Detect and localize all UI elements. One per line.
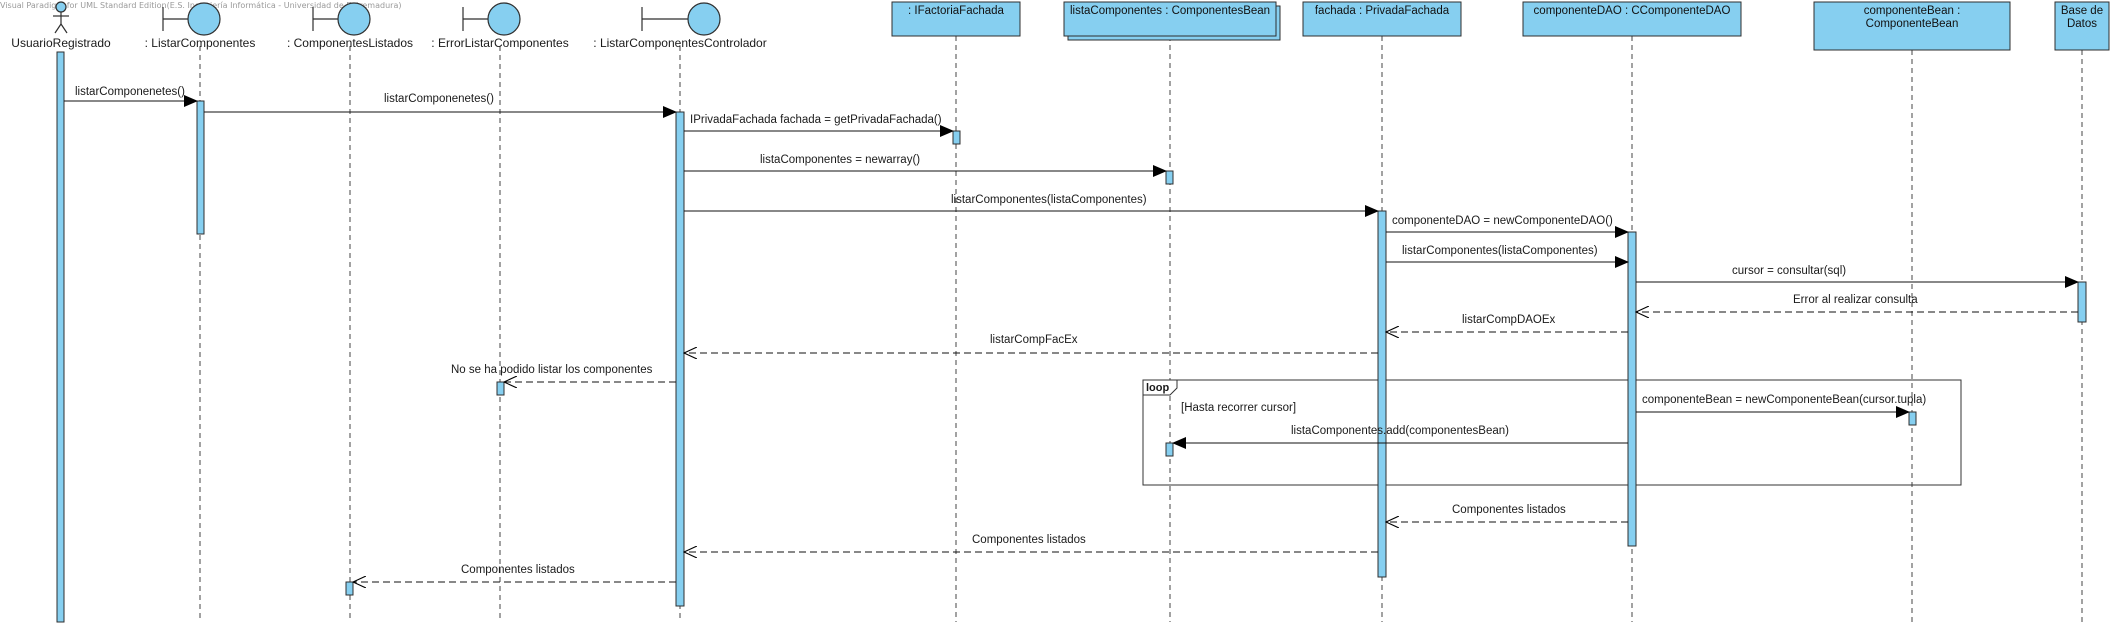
activation-lista-componentes-add — [1165, 442, 1174, 457]
message-8[interactable]: cursor = consultar(sql) — [1636, 265, 2079, 288]
object-label: fachada : PrivadaFachada — [1315, 5, 1450, 17]
loop-tab — [1142, 379, 1178, 396]
message-label: listaComponentes = newarray() — [760, 154, 920, 166]
message-12-return[interactable]: No se ha podido listar los componentes — [451, 364, 676, 382]
object-box — [891, 1, 1021, 37]
actor-head-icon — [55, 1, 67, 13]
boundary-error-listar-componentes[interactable]: : ErrorListarComponentes — [431, 2, 569, 50]
message-2[interactable]: listarComponenetes() — [204, 93, 677, 118]
loop-frame — [1142, 379, 1962, 486]
message-13[interactable]: componenteBean = newComponenteBean(curso… — [1636, 394, 1926, 418]
boundary-listar-componentes-controlador[interactable]: : ListarComponentesControlador — [593, 2, 767, 50]
message-3[interactable]: IPrivadaFachada fachada = getPrivadaFach… — [684, 114, 954, 137]
activation-ifactoria — [952, 130, 961, 145]
object-label-line-1: Base de — [2061, 5, 2103, 17]
message-label: listarCompFacEx — [990, 334, 1078, 346]
boundary-label: : ListarComponentes — [145, 36, 256, 50]
actor-leg-right-icon — [60, 23, 68, 34]
boundary-label: : ComponentesListados — [287, 36, 413, 50]
message-4[interactable]: listaComponentes = newarray() — [684, 154, 1167, 177]
activation-error-listar — [496, 381, 505, 396]
actor-label: UsuarioRegistrado — [11, 36, 111, 50]
message-label: No se ha podido listar los componentes — [451, 364, 653, 376]
message-label: listarComponenetes() — [75, 86, 185, 98]
message-label: componenteBean = newComponenteBean(curso… — [1642, 394, 1926, 406]
loop-guard: [Hasta recorrer cursor] — [1181, 402, 1296, 414]
message-label: listarComponenetes() — [384, 93, 494, 105]
message-label: listaComponentes.add(componentesBean) — [1291, 425, 1509, 437]
message-1[interactable]: listarComponenetes() — [64, 86, 198, 107]
message-16-return[interactable]: Componentes listados — [684, 534, 1378, 552]
message-label: listarComponentes(listaComponentes) — [951, 194, 1147, 206]
object-label: : IFactoriaFachada — [908, 5, 1004, 17]
message-14[interactable]: listaComponentes.add(componentesBean) — [1172, 425, 1628, 449]
activation-listar-componentes — [196, 100, 205, 235]
message-label: Componentes listados — [461, 564, 575, 576]
activation-componentes-listados — [345, 581, 354, 596]
boundary-label: : ErrorListarComponentes — [431, 36, 568, 50]
message-label: listarComponentes(listaComponentes) — [1402, 245, 1598, 257]
message-label: cursor = consultar(sql) — [1732, 265, 1846, 277]
message-9-return[interactable]: Error al realizar consulta — [1636, 294, 2078, 312]
activation-componente-bean — [1908, 411, 1917, 426]
object-box — [1302, 1, 1462, 37]
object-label: componenteDAO : CComponenteDAO — [1534, 5, 1731, 17]
boundary-componentes-listados[interactable]: : ComponentesListados — [287, 2, 413, 50]
object-fachada[interactable]: fachada : PrivadaFachada — [1302, 1, 1462, 37]
object-box — [2054, 1, 2110, 51]
object-label: listaComponentes : ComponentesBean — [1070, 5, 1270, 17]
message-label: Error al realizar consulta — [1793, 294, 1918, 306]
actor-leg-left-icon — [54, 23, 62, 34]
message-15-return[interactable]: Componentes listados — [1386, 504, 1628, 522]
object-ifactoria-fachada[interactable]: : IFactoriaFachada — [891, 1, 1021, 37]
activation-lista-componentes — [1165, 170, 1174, 185]
object-base-datos[interactable]: Base de Datos — [2054, 1, 2110, 51]
boundary-circle-icon — [337, 2, 371, 36]
activation-fachada — [1377, 210, 1387, 578]
loop-fragment[interactable]: loop [Hasta recorrer cursor] — [1142, 379, 1962, 486]
actor-usuario-registrado[interactable]: UsuarioRegistrado — [11, 1, 111, 50]
message-6[interactable]: componenteDAO = newComponenteDAO() — [1386, 215, 1629, 238]
object-lista-componentes[interactable]: listaComponentes : ComponentesBean — [1063, 1, 1281, 41]
object-box — [1813, 1, 2011, 51]
message-5[interactable]: listarComponentes(listaComponentes) — [684, 194, 1379, 217]
object-box — [1522, 1, 1742, 37]
message-label: IPrivadaFachada fachada = getPrivadaFach… — [690, 114, 942, 126]
message-label: componenteDAO = newComponenteDAO() — [1392, 215, 1613, 227]
boundary-listar-componentes[interactable]: : ListarComponentes — [145, 2, 256, 50]
object-componente-bean[interactable]: componenteBean : ComponenteBean — [1813, 1, 2011, 51]
activation-componente-dao — [1627, 231, 1637, 547]
object-box — [1063, 1, 1277, 37]
message-label: Componentes listados — [972, 534, 1086, 546]
object-label-line-1: componenteBean : — [1864, 5, 1961, 17]
boundary-circle-icon — [687, 2, 721, 36]
activation-controlador — [675, 111, 685, 607]
message-17-return[interactable]: Componentes listados — [353, 564, 676, 582]
object-label-line-2: Datos — [2067, 18, 2097, 30]
message-label: Componentes listados — [1452, 504, 1566, 516]
activation-base-datos — [2077, 281, 2087, 323]
loop-keyword: loop — [1146, 382, 1169, 394]
message-11-return[interactable]: listarCompFacEx — [684, 334, 1378, 353]
object-componente-dao[interactable]: componenteDAO : CComponenteDAO — [1522, 1, 1742, 37]
boundary-label: : ListarComponentesControlador — [593, 36, 766, 50]
activation-usuario — [56, 51, 65, 623]
message-10-return[interactable]: listarCompDAOEx — [1386, 314, 1628, 332]
object-label-line-2: ComponenteBean — [1866, 18, 1959, 30]
boundary-circle-icon — [487, 2, 521, 36]
message-label: listarCompDAOEx — [1462, 314, 1556, 326]
message-7[interactable]: listarComponentes(listaComponentes) — [1386, 245, 1629, 268]
boundary-circle-icon — [187, 2, 221, 36]
